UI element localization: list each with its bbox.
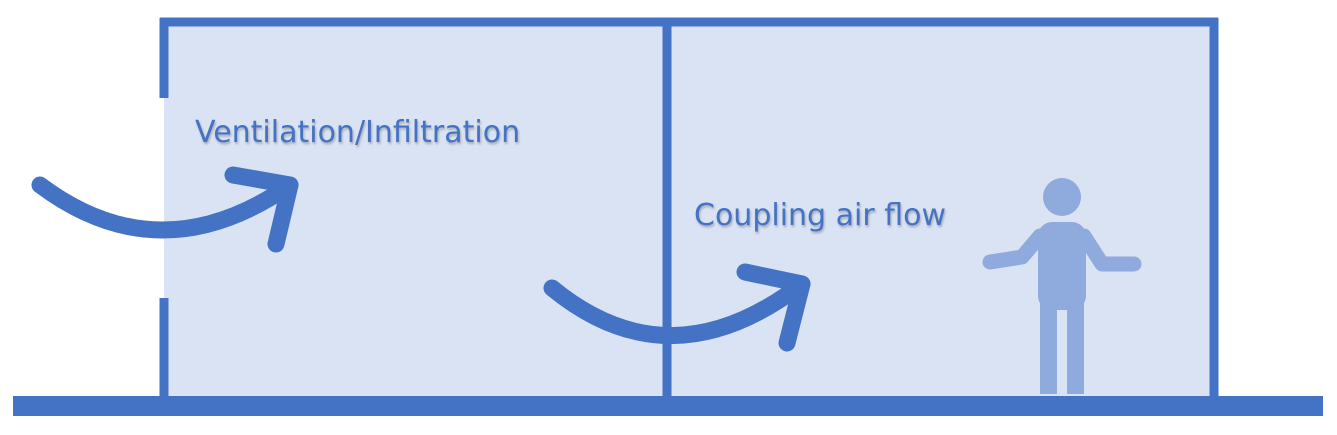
floor xyxy=(13,396,1323,416)
ventilation-arrow-icon xyxy=(31,166,299,253)
coupling-arrow-icon xyxy=(543,263,811,352)
coupling-label: Coupling air flow xyxy=(694,198,946,233)
ventilation-label: Ventilation/Infiltration xyxy=(195,115,521,150)
person-icon xyxy=(982,178,1142,394)
room-right xyxy=(668,22,1214,397)
